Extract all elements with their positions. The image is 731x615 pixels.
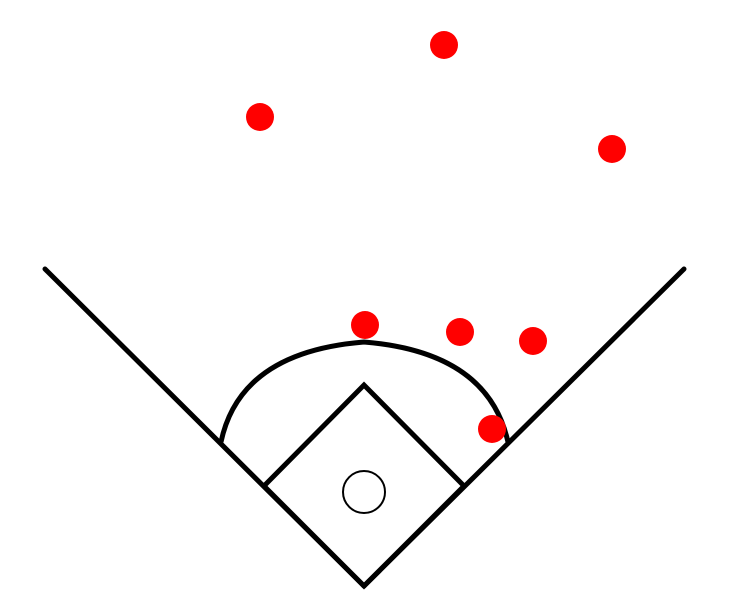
hit-marker bbox=[598, 135, 626, 163]
hit-marker bbox=[351, 311, 379, 339]
hit-marker bbox=[246, 103, 274, 131]
hit-marker bbox=[519, 327, 547, 355]
hit-marker bbox=[446, 318, 474, 346]
hit-markers bbox=[246, 31, 626, 443]
hit-marker bbox=[430, 31, 458, 59]
infield-diamond bbox=[260, 381, 468, 590]
pitcher-mound bbox=[342, 470, 386, 514]
hit-marker bbox=[478, 415, 506, 443]
infield-arc bbox=[218, 339, 511, 443]
